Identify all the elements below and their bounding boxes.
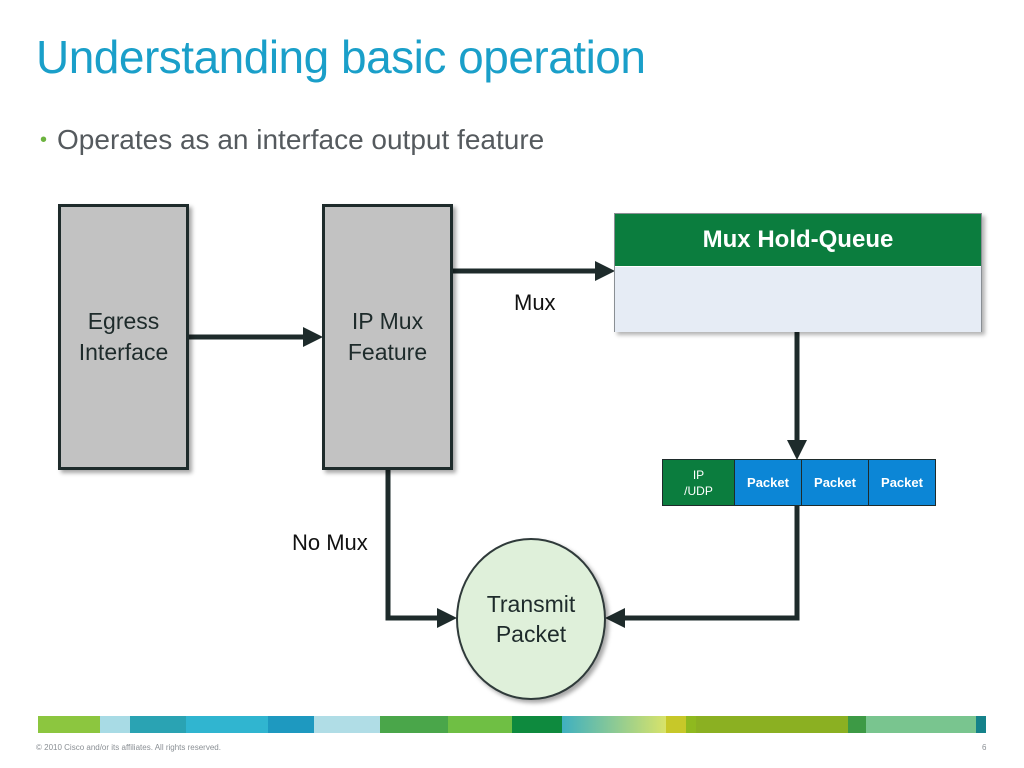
- packet-cell: Packet: [802, 460, 869, 505]
- bullet-dot: •: [40, 129, 48, 151]
- footer-segment: [696, 716, 848, 733]
- packet-cell: Packet: [869, 460, 935, 505]
- transmit-packet-circle: Transmit Packet: [456, 538, 606, 700]
- mux-label: Mux: [514, 290, 556, 315]
- ip-mux-feature-box: IP Mux Feature: [322, 204, 453, 470]
- footer-segment: [976, 716, 986, 733]
- footer-segment: [448, 716, 512, 733]
- footer-segment: [380, 716, 448, 733]
- packet-strip: IP /UDP Packet Packet Packet: [662, 459, 936, 506]
- arrow-ipmux-to-transmit: [385, 470, 457, 628]
- egress-interface-box: Egress Interface: [58, 204, 189, 470]
- footer-segment: [512, 716, 562, 733]
- mux-hold-queue-title: Mux Hold-Queue: [615, 214, 981, 267]
- footer-segment: [186, 716, 268, 733]
- footer-segment: [130, 716, 186, 733]
- mux-hold-queue-body: [615, 267, 981, 332]
- footer-segment: [38, 716, 100, 733]
- footer-segment: [848, 716, 866, 733]
- footer-color-bar: [38, 716, 986, 733]
- bullet-item: • Operates as an interface output feature: [40, 124, 544, 156]
- bullet-text: Operates as an interface output feature: [57, 124, 545, 155]
- footer-segment: [686, 716, 696, 733]
- mux-hold-queue: Mux Hold-Queue: [614, 213, 982, 332]
- page-number: 6: [982, 743, 987, 752]
- no-mux-label: No Mux: [292, 530, 368, 555]
- transmit-packet-label: Transmit Packet: [486, 591, 576, 647]
- footer-segment: [562, 716, 666, 733]
- footer-segment: [314, 716, 380, 733]
- footer-segment: [866, 716, 976, 733]
- slide-title: Understanding basic operation: [36, 31, 646, 83]
- egress-interface-label: Egress Interface: [78, 308, 169, 365]
- footer-segment: [268, 716, 314, 733]
- copyright-text: © 2010 Cisco and/or its affiliates. All …: [36, 743, 221, 752]
- arrow-packets-to-transmit: [605, 504, 800, 628]
- footer-segment: [100, 716, 130, 733]
- footer-segment: [666, 716, 686, 733]
- ip-mux-feature-label: IP Mux Feature: [347, 308, 428, 365]
- ip-udp-header-cell: IP /UDP: [663, 460, 735, 505]
- packet-cell: Packet: [735, 460, 802, 505]
